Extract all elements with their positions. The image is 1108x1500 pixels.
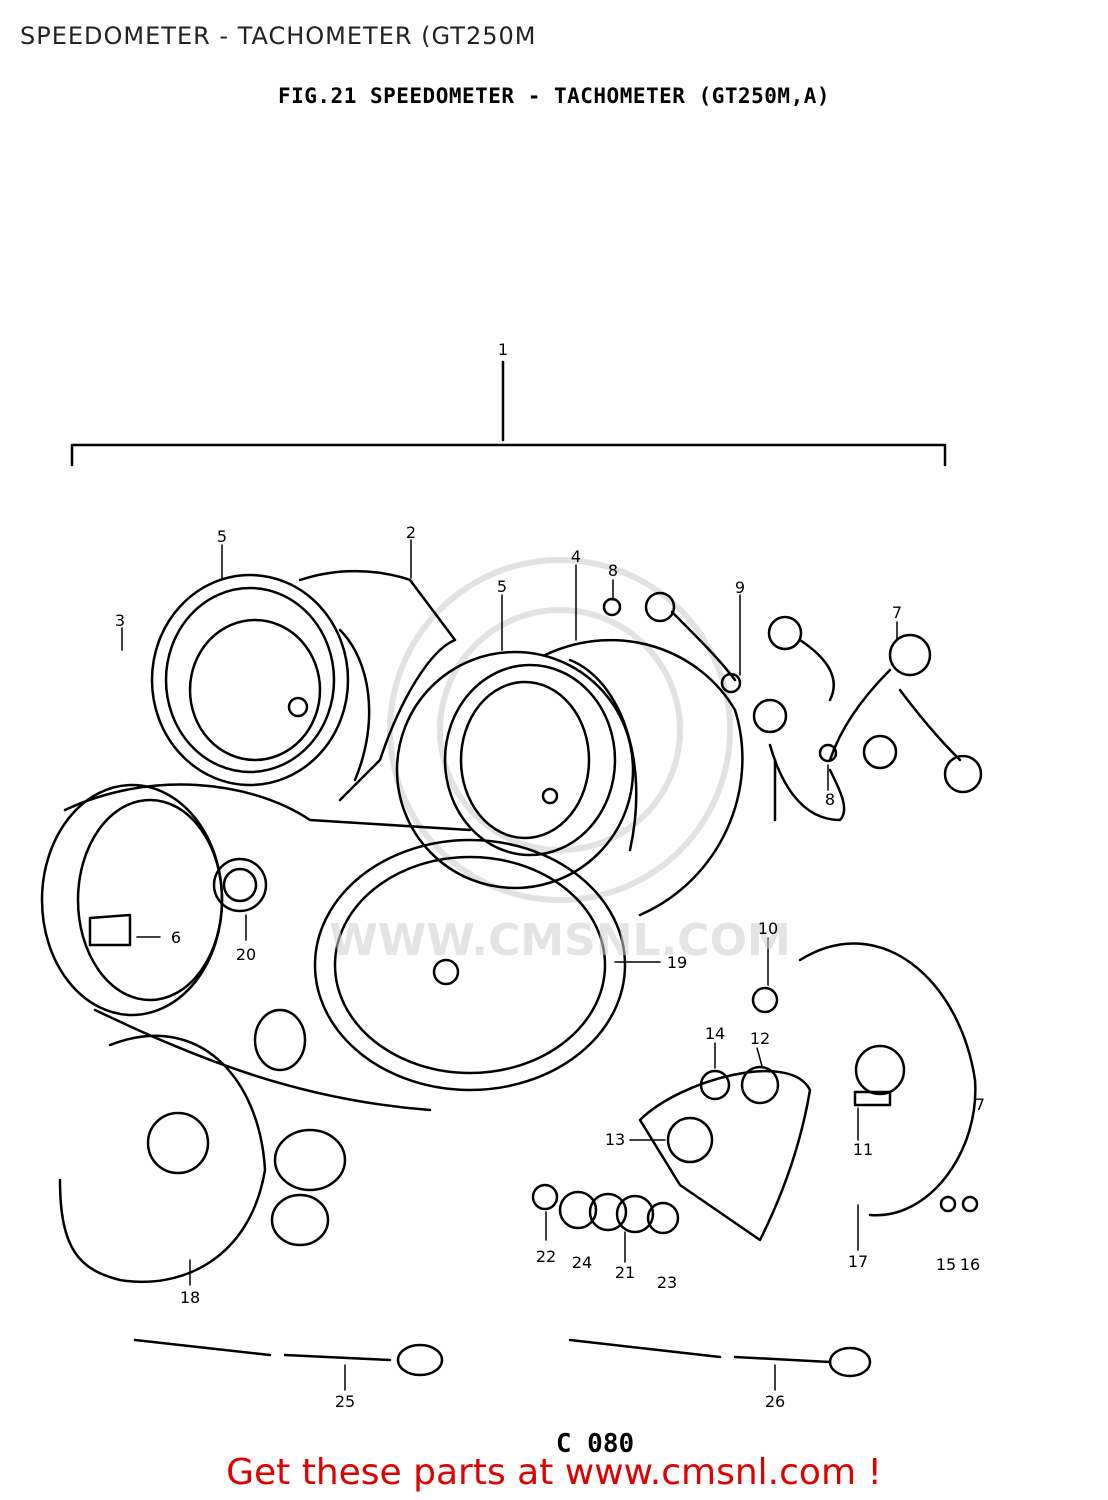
footer-banner: Get these parts at www.cmsnl.com !: [0, 1452, 1108, 1493]
page-title: SPEEDOMETER - TACHOMETER (GT250M: [20, 22, 537, 50]
callout-6: 6: [171, 928, 181, 947]
figure-title: FIG.21 SPEEDOMETER - TACHOMETER (GT250M,…: [277, 84, 830, 108]
callout-5: 5: [497, 577, 507, 596]
callout-4: 4: [571, 547, 581, 566]
callout-5: 5: [217, 527, 227, 546]
callout-12: 12: [750, 1029, 770, 1048]
leader-lines: [121, 539, 898, 1391]
back-covers: [58, 942, 977, 1284]
callout-18: 18: [180, 1288, 200, 1307]
small-parts: [531, 986, 979, 1235]
callout-10: 10: [758, 919, 778, 938]
callout-16: 16: [960, 1255, 980, 1274]
callout-20: 20: [236, 945, 256, 964]
speedometer-gauge: [150, 569, 457, 802]
callout-23: 23: [657, 1273, 677, 1292]
callout-3: 3: [115, 611, 125, 630]
callout-labels: 1 2 3 4 5 5 6 7 7 8 8 9 10 11 12 13 14 1…: [115, 340, 985, 1411]
callout-1: 1: [498, 340, 508, 359]
callout-21: 21: [615, 1263, 635, 1282]
meter-case: [40, 783, 627, 1112]
callout-8: 8: [608, 561, 618, 580]
footer-link[interactable]: Get these parts at www.cmsnl.com !: [226, 1452, 882, 1493]
meter-cables: [133, 1338, 872, 1378]
callout-19: 19: [667, 953, 687, 972]
callout-15: 15: [936, 1255, 956, 1274]
callout-22: 22: [536, 1247, 556, 1266]
callout-26: 26: [765, 1392, 785, 1411]
callout-7: 7: [975, 1095, 985, 1114]
callout-8: 8: [825, 790, 835, 809]
callout-17: 17: [848, 1252, 868, 1271]
callout-14: 14: [705, 1024, 725, 1043]
callout-2: 2: [406, 523, 416, 542]
callout-9: 9: [735, 578, 745, 597]
callout-11: 11: [853, 1140, 873, 1159]
assembly-bracket: [70, 360, 947, 467]
callout-24: 24: [572, 1253, 592, 1272]
callout-7: 7: [892, 603, 902, 622]
callout-13: 13: [605, 1130, 625, 1149]
watermark-text: WWW.CMSNL.COM: [329, 915, 791, 966]
callout-25: 25: [335, 1392, 355, 1411]
drawing-code: C 080: [556, 1429, 634, 1459]
tachometer-gauge: [395, 638, 744, 917]
bulb-harness: [602, 591, 983, 822]
